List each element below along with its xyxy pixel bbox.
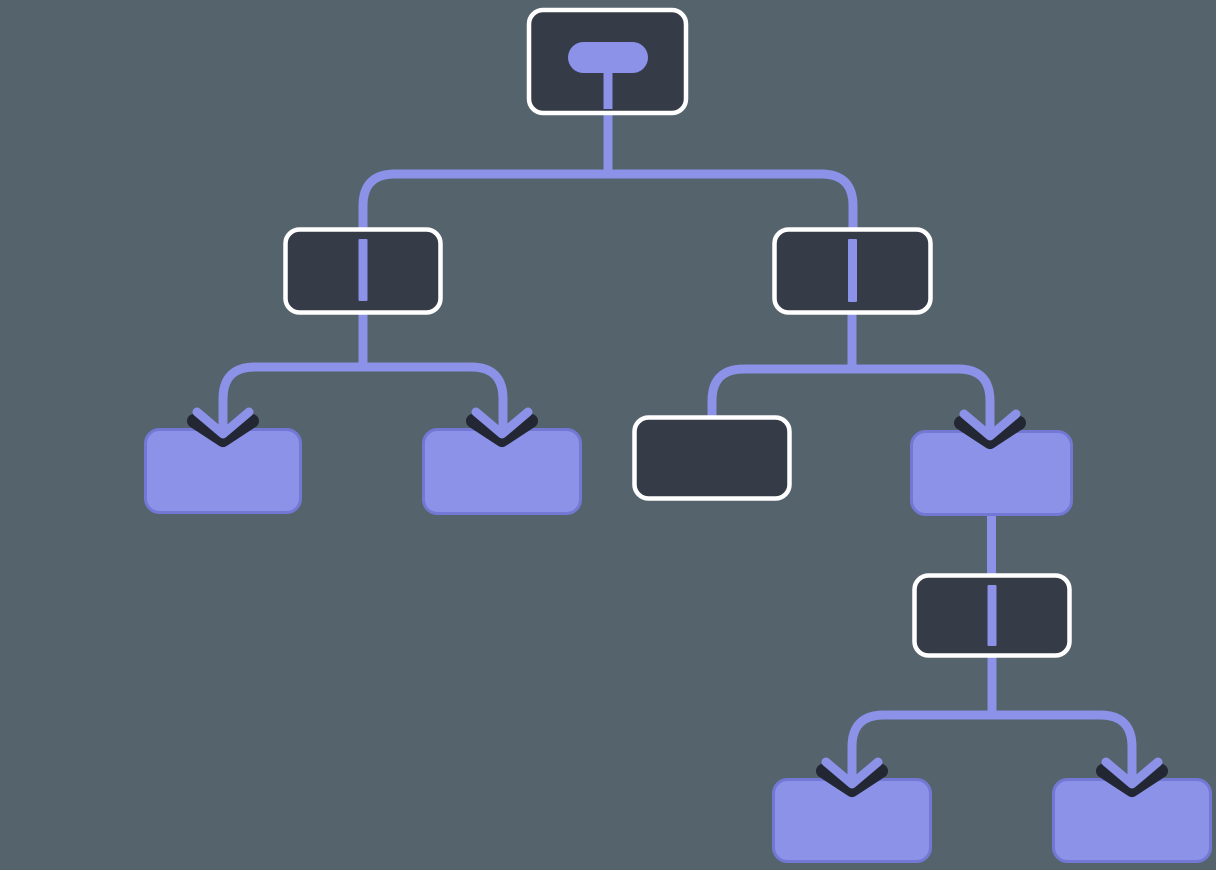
vertical-pass-through-line-icon: [358, 239, 368, 301]
chevron-shadow: [954, 416, 1026, 449]
edge-root-split: [358, 169, 858, 236]
edge-branch-bottom-split: [847, 710, 1137, 784]
edge-branch-right-split: [707, 364, 995, 436]
edges: [218, 95, 1137, 784]
vertical-pass-through-line-icon: [848, 239, 857, 302]
chevron-tip: [1101, 757, 1163, 789]
double-chevron-down-arrow-icon: [954, 409, 1026, 449]
pill-shape: [568, 42, 648, 73]
double-chevron-down-arrow-icon: [466, 407, 538, 447]
chevron-shadow: [1096, 764, 1168, 797]
double-chevron-down-arrow-icon: [1096, 757, 1168, 797]
chevron-tip: [471, 407, 533, 439]
chevron-tip: [192, 407, 254, 439]
node-glyphs: [358, 42, 997, 646]
double-chevron-down-arrow-icon: [816, 757, 888, 797]
chevron-tip: [821, 757, 883, 789]
chevron-shadow: [187, 414, 259, 447]
pill-stem: [603, 60, 613, 109]
edge-branch-left-split: [218, 362, 508, 434]
arrowheads: [187, 407, 1168, 797]
nodes: [144, 7, 1212, 863]
chevron-shadow: [466, 414, 538, 447]
chevron-tip: [959, 409, 1021, 441]
chevron-shadow: [816, 764, 888, 797]
double-chevron-down-arrow-icon: [187, 407, 259, 447]
vertical-pass-through-line-icon: [987, 585, 997, 646]
node-plain[interactable]: [632, 415, 792, 501]
pill-with-stem-icon: [568, 42, 648, 109]
